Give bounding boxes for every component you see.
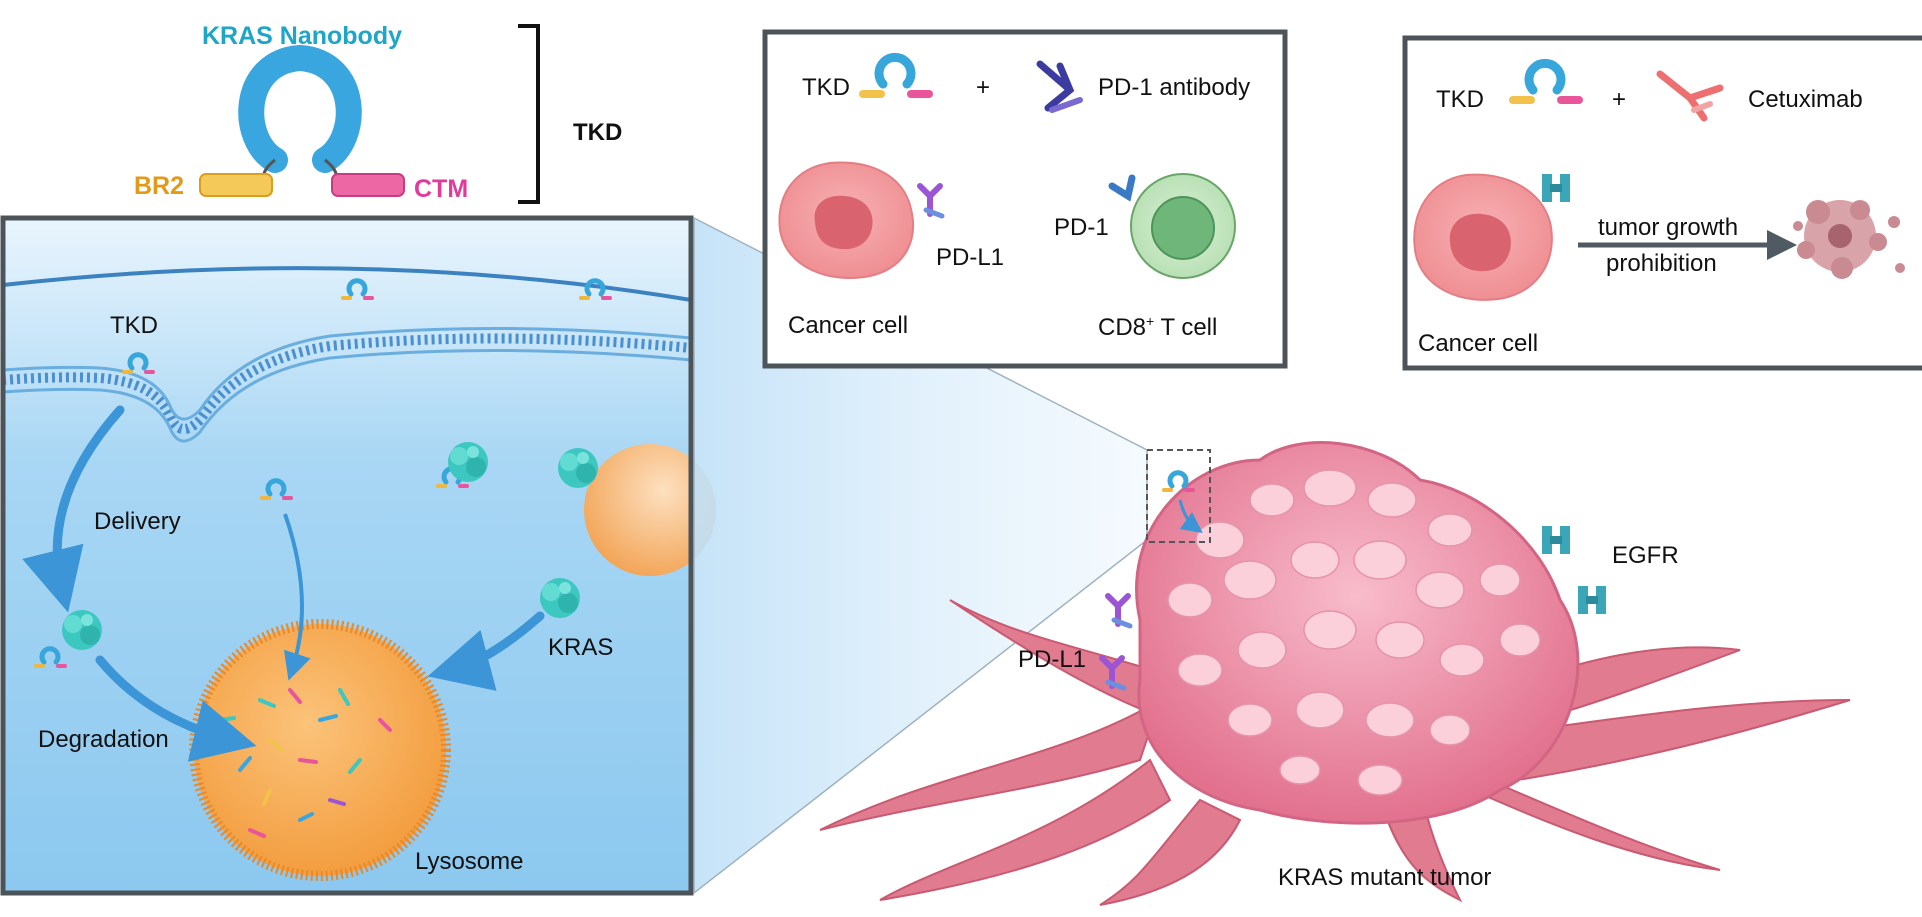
degradation-label: Degradation [38, 726, 169, 753]
box1-cancer-cell-label: Cancer cell [788, 312, 909, 339]
box1-plus: + [976, 74, 991, 101]
cell-panel [0, 215, 716, 896]
tkd-bracket [518, 24, 540, 204]
lysosome [189, 619, 451, 881]
kras-nanobody-label: KRAS Nanobody [202, 22, 402, 50]
tkd-bracket-label: TKD [573, 119, 623, 146]
br2-label: BR2 [134, 172, 185, 200]
box1-tkd-label: TKD [802, 74, 850, 101]
br2-tag-icon [199, 173, 273, 197]
t-cell-label: CD8+ T cell [1098, 313, 1218, 341]
ctm-tag-icon [331, 173, 405, 197]
box2-cancer-cell-label: Cancer cell [1418, 330, 1539, 357]
kras-label: KRAS [548, 634, 614, 661]
pd1-label: PD-1 [1054, 214, 1109, 241]
box2-plus: + [1612, 86, 1627, 113]
arrow-label-2: prohibition [1606, 250, 1717, 277]
nanobody-icon [238, 44, 362, 173]
arrow-label-1: tumor growth [1598, 214, 1739, 241]
delivery-label: Delivery [94, 508, 181, 535]
egfr-label: EGFR [1612, 542, 1679, 569]
tumor-name-label: KRAS mutant tumor [1278, 864, 1492, 891]
ctm-label: CTM [414, 175, 469, 203]
pd1-antibody-icon [1036, 60, 1083, 113]
tumor-pdl1-label: PD-L1 [1018, 646, 1087, 673]
pd1-antibody-label: PD-1 antibody [1098, 74, 1251, 101]
lysosome-label: Lysosome [415, 848, 524, 875]
cetuximab-icon [1656, 70, 1724, 122]
box1-pdl1-label: PD-L1 [936, 244, 1005, 271]
cell-tkd-label: TKD [110, 312, 158, 339]
box2-tkd-label: TKD [1436, 86, 1484, 113]
pd1-combination-box [762, 29, 1288, 369]
fragmented-cell-icon [1793, 200, 1905, 279]
cetuximab-label: Cetuximab [1748, 86, 1863, 113]
zoom-marker-box [1146, 449, 1211, 543]
pd1-receptor-icon [1108, 174, 1136, 202]
vesicle [584, 444, 716, 576]
kras-mutant-tumor-icon [819, 441, 1851, 906]
tkd-construct [199, 24, 540, 204]
cetuximab-combination-box [1402, 35, 1922, 371]
